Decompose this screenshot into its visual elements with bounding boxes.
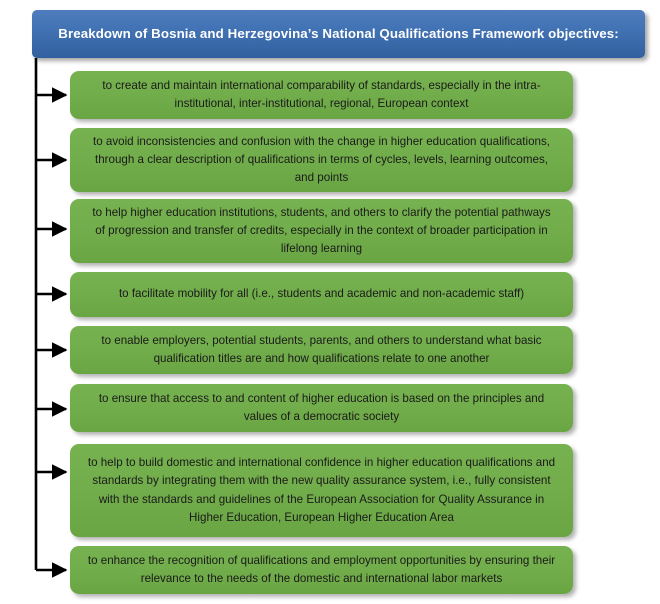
objective-box-8[interactable]: to enhance the recognition of qualificat… xyxy=(70,546,573,594)
objective-text-6: to ensure that access to and content of … xyxy=(98,391,545,423)
diagram-header-box: Breakdown of Bosnia and Herzegovina’s Na… xyxy=(32,10,645,58)
objective-box-4[interactable]: to facilitate mobility for all (i.e., st… xyxy=(70,272,573,317)
objective-text-4: to facilitate mobility for all (i.e., st… xyxy=(118,287,525,301)
objective-box-3[interactable]: to help higher education institutions, s… xyxy=(70,199,573,263)
objective-box-1[interactable]: to create and maintain international com… xyxy=(70,71,573,119)
objective-text-8: to enhance the recognition of qualificat… xyxy=(87,553,556,585)
objective-text-5: to enable employers, potential students,… xyxy=(101,333,542,365)
objective-text-3: to help higher education institutions, s… xyxy=(92,205,551,256)
objective-box-7[interactable]: to help to build domestic and internatio… xyxy=(70,444,573,537)
objective-text-7: to help to build domestic and internatio… xyxy=(87,456,556,524)
page-title: Breakdown of Bosnia and Herzegovina’s Na… xyxy=(58,25,619,41)
objective-box-6[interactable]: to ensure that access to and content of … xyxy=(70,384,573,432)
objective-box-2[interactable]: to avoid inconsistencies and confusion w… xyxy=(70,128,573,192)
objective-text-2: to avoid inconsistencies and confusion w… xyxy=(93,134,550,185)
objective-text-1: to create and maintain international com… xyxy=(102,78,541,110)
objective-box-5[interactable]: to enable employers, potential students,… xyxy=(70,326,573,374)
